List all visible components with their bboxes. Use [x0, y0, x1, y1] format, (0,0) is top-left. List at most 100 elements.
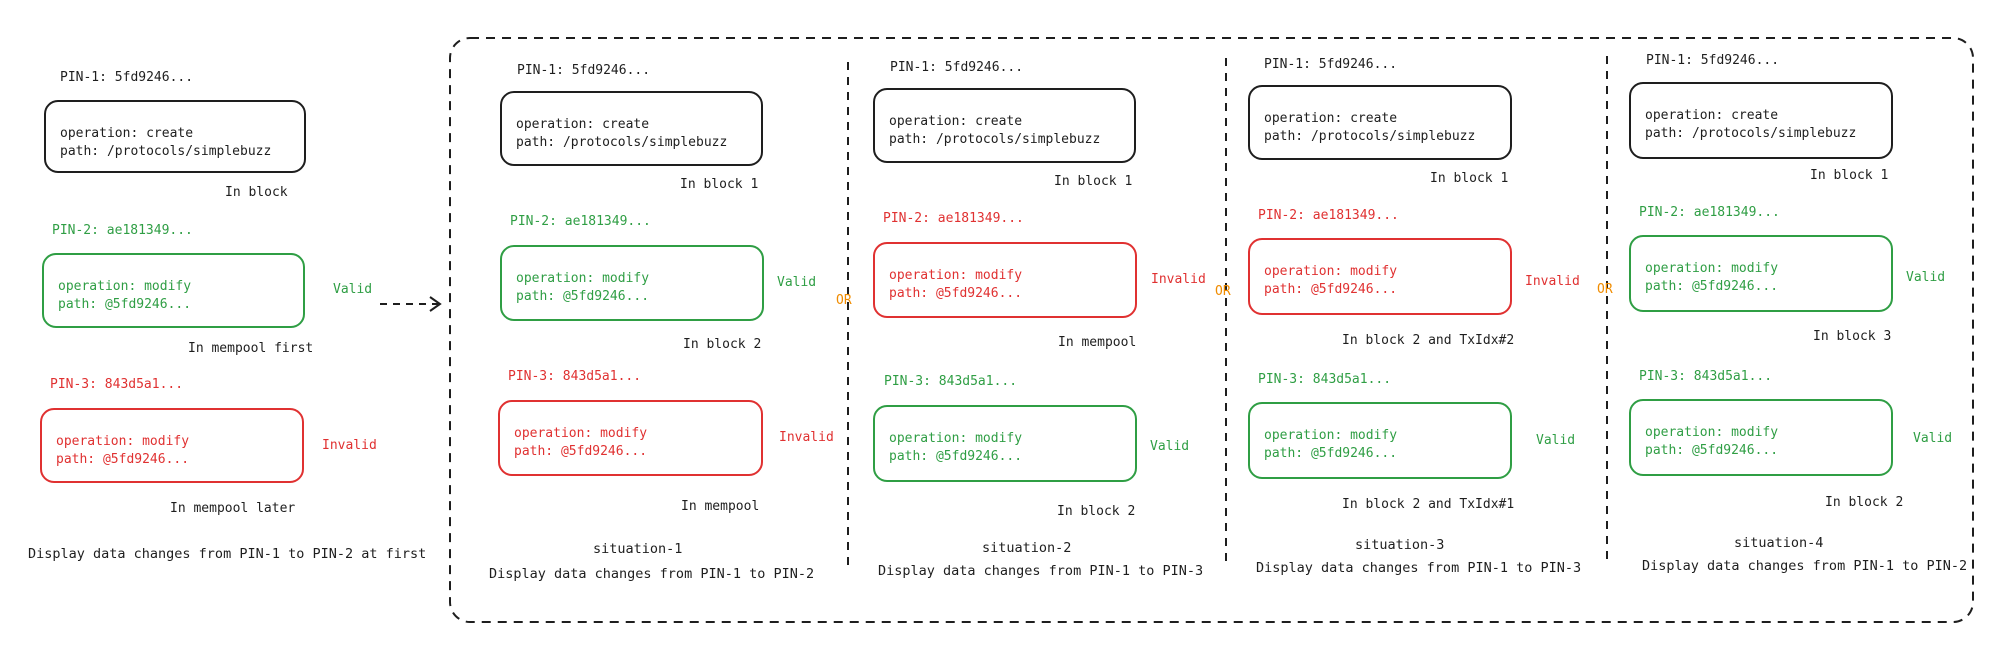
s3-pin1-note: In block 1 [1430, 171, 1509, 186]
s1-pin2-note: In block 2 [683, 337, 762, 352]
s3-pin3-status: Valid [1536, 433, 1576, 448]
left-pin3-note: In mempool later [170, 501, 296, 516]
s4-pin3-path: path: @5fd9246... [1645, 443, 1779, 458]
s4-pin2-title: PIN-2: ae181349... [1639, 205, 1780, 220]
s3-pin2-box: operation: modify path: @5fd9246... [1248, 238, 1512, 315]
left-pin2-note: In mempool first [188, 341, 314, 356]
s1-pin3-operation: operation: modify [514, 426, 648, 441]
s1-pin3-note: In mempool [681, 499, 760, 514]
s4-caption: Display data changes from PIN-1 to PIN-2 [1642, 558, 1968, 574]
s1-pin3-status: Invalid [779, 430, 834, 445]
s1-pin3-box: operation: modify path: @5fd9246... [498, 400, 763, 476]
arrow-head [429, 296, 442, 312]
left-pin2-operation: operation: modify [58, 279, 192, 294]
or-label-2: OR [1215, 284, 1231, 299]
s2-pin2-title: PIN-2: ae181349... [883, 211, 1024, 226]
s2-pin1-box: operation: create path: /protocols/simpl… [873, 88, 1136, 163]
s1-pin2-operation: operation: modify [516, 271, 650, 286]
s2-pin2-operation: operation: modify [889, 268, 1023, 283]
s4-pin3-box: operation: modify path: @5fd9246... [1629, 399, 1893, 476]
s4-pin1-path: path: /protocols/simplebuzz [1645, 126, 1857, 141]
s3-pin1-box: operation: create path: /protocols/simpl… [1248, 85, 1512, 160]
s3-pin2-title: PIN-2: ae181349... [1258, 208, 1399, 223]
s4-pin2-path: path: @5fd9246... [1645, 279, 1779, 294]
left-pin1-path: path: /protocols/simplebuzz [60, 144, 272, 159]
s2-pin2-note: In mempool [1058, 335, 1137, 350]
s2-pin1-note: In block 1 [1054, 174, 1133, 189]
s2-pin3-operation: operation: modify [889, 431, 1023, 446]
s2-pin3-status: Valid [1150, 439, 1190, 454]
or-label-1: OR [836, 293, 852, 308]
s3-pin3-box: operation: modify path: @5fd9246... [1248, 402, 1512, 479]
left-caption: Display data changes from PIN-1 to PIN-2… [28, 546, 427, 562]
left-pin2-status: Valid [333, 282, 373, 297]
s2-pin1-operation: operation: create [889, 114, 1023, 129]
s3-pin2-path: path: @5fd9246... [1264, 282, 1398, 297]
s2-pin2-path: path: @5fd9246... [889, 286, 1023, 301]
s4-name: situation-4 [1734, 535, 1824, 551]
s4-pin2-note: In block 3 [1813, 329, 1892, 344]
s2-pin1-title: PIN-1: 5fd9246... [890, 60, 1024, 75]
s1-pin1-path: path: /protocols/simplebuzz [516, 135, 728, 150]
s2-pin3-note: In block 2 [1057, 504, 1136, 519]
s4-pin3-status: Valid [1913, 431, 1953, 446]
s2-pin1-path: path: /protocols/simplebuzz [889, 132, 1101, 147]
s4-pin3-operation: operation: modify [1645, 425, 1779, 440]
s4-pin1-box: operation: create path: /protocols/simpl… [1629, 82, 1893, 159]
s1-pin2-status: Valid [777, 275, 817, 290]
left-pin1-title: PIN-1: 5fd9246... [60, 70, 194, 85]
s1-pin2-box: operation: modify path: @5fd9246... [500, 245, 764, 321]
s2-pin2-status: Invalid [1151, 272, 1206, 287]
left-pin2-path: path: @5fd9246... [58, 297, 192, 312]
left-pin1-operation: operation: create [60, 126, 194, 141]
s4-pin2-status: Valid [1906, 270, 1946, 285]
s3-pin2-status: Invalid [1525, 274, 1580, 289]
situations-container [449, 37, 1974, 623]
s1-pin1-title: PIN-1: 5fd9246... [517, 63, 651, 78]
s3-name: situation-3 [1355, 537, 1445, 553]
s3-pin3-path: path: @5fd9246... [1264, 446, 1398, 461]
s3-pin2-note: In block 2 and TxIdx#2 [1342, 333, 1515, 348]
s3-caption: Display data changes from PIN-1 to PIN-3 [1256, 560, 1582, 576]
s1-pin1-operation: operation: create [516, 117, 650, 132]
left-pin1-box: operation: create path: /protocols/simpl… [44, 100, 306, 173]
left-pin3-title: PIN-3: 843d5a1... [50, 377, 184, 392]
s1-pin2-path: path: @5fd9246... [516, 289, 650, 304]
s4-pin1-title: PIN-1: 5fd9246... [1646, 53, 1780, 68]
left-pin3-box: operation: modify path: @5fd9246... [40, 408, 304, 483]
s2-caption: Display data changes from PIN-1 to PIN-3 [878, 563, 1204, 579]
s1-pin3-path: path: @5fd9246... [514, 444, 648, 459]
s1-pin3-title: PIN-3: 843d5a1... [508, 369, 642, 384]
s1-caption: Display data changes from PIN-1 to PIN-2 [489, 566, 815, 582]
s1-name: situation-1 [593, 541, 683, 557]
s3-pin3-title: PIN-3: 843d5a1... [1258, 372, 1392, 387]
s3-pin3-operation: operation: modify [1264, 428, 1398, 443]
s3-pin1-operation: operation: create [1264, 111, 1398, 126]
s4-pin1-note: In block 1 [1810, 168, 1889, 183]
s4-pin3-note: In block 2 [1825, 495, 1904, 510]
s4-pin2-operation: operation: modify [1645, 261, 1779, 276]
s1-pin2-title: PIN-2: ae181349... [510, 214, 651, 229]
left-pin3-status: Invalid [322, 438, 377, 453]
left-pin3-path: path: @5fd9246... [56, 452, 190, 467]
s1-pin1-note: In block 1 [680, 177, 759, 192]
s3-pin1-title: PIN-1: 5fd9246... [1264, 57, 1398, 72]
s2-pin3-path: path: @5fd9246... [889, 449, 1023, 464]
left-pin3-operation: operation: modify [56, 434, 190, 449]
s3-pin2-operation: operation: modify [1264, 264, 1398, 279]
left-pin1-note: In block [225, 185, 288, 200]
s2-pin2-box: operation: modify path: @5fd9246... [873, 242, 1137, 318]
s2-pin3-box: operation: modify path: @5fd9246... [873, 405, 1137, 482]
s3-pin3-note: In block 2 and TxIdx#1 [1342, 497, 1515, 512]
s2-name: situation-2 [982, 540, 1072, 556]
s4-pin3-title: PIN-3: 843d5a1... [1639, 369, 1773, 384]
left-pin2-box: operation: modify path: @5fd9246... [42, 253, 305, 328]
s2-pin3-title: PIN-3: 843d5a1... [884, 374, 1018, 389]
s1-pin1-box: operation: create path: /protocols/simpl… [500, 91, 763, 166]
s4-pin1-operation: operation: create [1645, 108, 1779, 123]
s3-pin1-path: path: /protocols/simplebuzz [1264, 129, 1476, 144]
or-label-3: OR [1597, 282, 1613, 297]
left-pin2-title: PIN-2: ae181349... [52, 223, 193, 238]
s4-pin2-box: operation: modify path: @5fd9246... [1629, 235, 1893, 312]
